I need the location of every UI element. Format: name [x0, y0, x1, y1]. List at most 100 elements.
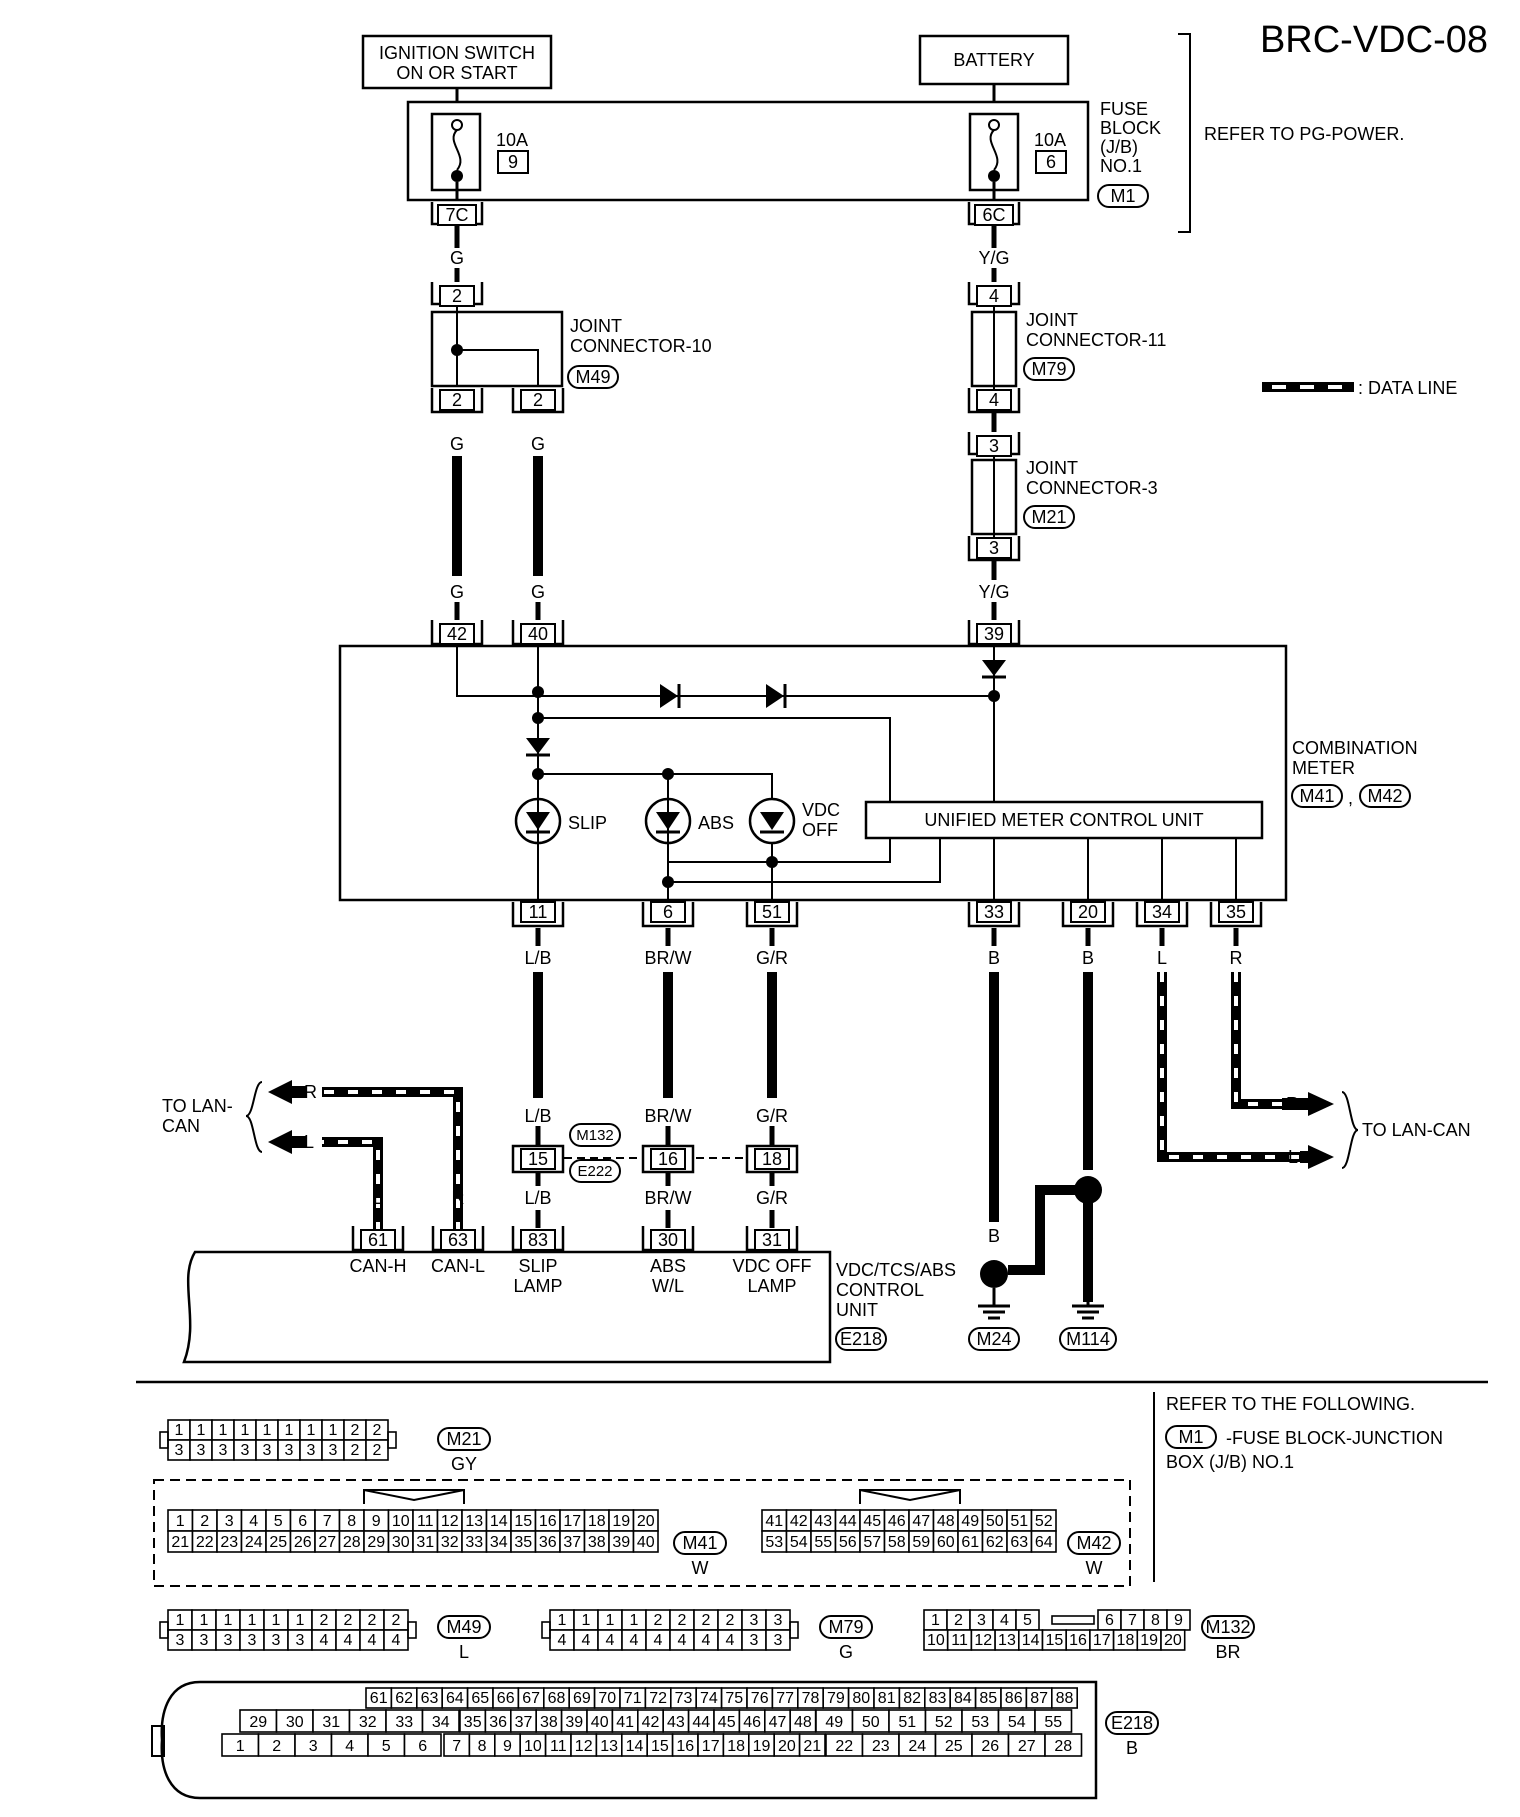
m132-pin-label: 6: [1105, 1612, 1114, 1629]
m132-pin-label: 11: [951, 1632, 968, 1649]
meter-pin-33-label: 33: [984, 902, 1004, 922]
ground-m24: M24: [976, 1329, 1011, 1349]
m49-pin-label: 1: [176, 1612, 185, 1629]
wire-color-g-4: G: [450, 582, 464, 602]
wire-brw-2: BR/W: [645, 1106, 692, 1126]
wire-l-2: L: [373, 1188, 383, 1208]
e218-pin-label: 22: [835, 1738, 853, 1755]
m41-pin-label: 4: [249, 1513, 258, 1530]
wire-r-1: R: [1230, 948, 1243, 968]
m42-pin-label: 42: [790, 1513, 808, 1530]
m42-pin-label: 61: [961, 1534, 979, 1551]
m21-pin-label: 1: [219, 1422, 228, 1439]
e218-pin-label: 46: [743, 1714, 761, 1731]
vdc-slip-2: LAMP: [513, 1276, 562, 1296]
m21-pin-label: 1: [241, 1422, 250, 1439]
m49-pin-label: 1: [296, 1612, 305, 1629]
e218-pin-label: 20: [778, 1738, 796, 1755]
m41-pin-label: 25: [269, 1534, 287, 1551]
m41-pin-label: 38: [588, 1534, 606, 1551]
m49-pin-label: 2: [320, 1612, 329, 1629]
m132-pin-label: 7: [1128, 1612, 1137, 1629]
m42-pin-label: 43: [814, 1513, 832, 1530]
m132-pin-label: 17: [1093, 1632, 1111, 1649]
m41-pin-label: 27: [318, 1534, 336, 1551]
inline-pin-18-label: 18: [762, 1149, 782, 1169]
m41-pin-label: 26: [294, 1534, 312, 1551]
m21-pin-label: 2: [373, 1442, 382, 1459]
m41-pin-label: 40: [637, 1534, 655, 1551]
m49-pin-label: 3: [176, 1632, 185, 1649]
m49-pin-label: 2: [344, 1612, 353, 1629]
e218-pin-label: 55: [1044, 1714, 1062, 1731]
lamp-abs-label: ABS: [698, 813, 734, 833]
e218-pin-label: 77: [776, 1690, 794, 1707]
ground-m114: M114: [1066, 1329, 1110, 1349]
m79-pin-label: 1: [606, 1612, 615, 1629]
meter-connector-1: M41: [1299, 786, 1334, 806]
jc3-label-1: JOINT: [1026, 458, 1078, 478]
vdc-pin-30: 30: [641, 1226, 695, 1252]
e218-pin-label: 29: [249, 1714, 267, 1731]
e218-pin-label: 9: [503, 1738, 512, 1755]
m79-cell: [765, 1629, 791, 1651]
conn-m49-color: L: [459, 1642, 469, 1662]
m79-pin-label: 4: [606, 1632, 615, 1649]
m132-pin-label: 15: [1045, 1632, 1063, 1649]
e218-pin-label: 62: [395, 1690, 413, 1707]
e218-pin-label: 16: [676, 1738, 694, 1755]
jc11-label-1: JOINT: [1026, 310, 1078, 330]
refer-following-3: BOX (J/B) NO.1: [1166, 1452, 1294, 1472]
e218-pin-label: 15: [651, 1738, 669, 1755]
data-line-legend-label: : DATA LINE: [1358, 378, 1457, 398]
jc10-label-1: JOINT: [570, 316, 622, 336]
meter-pin-42: 42: [430, 620, 484, 646]
e218-pin-label: 3: [309, 1738, 318, 1755]
m42-pin-label: 41: [765, 1513, 783, 1530]
conn-m42-color: W: [1086, 1558, 1103, 1578]
e218-pin-label: 79: [827, 1690, 845, 1707]
joint-connector-11: 4 4: [967, 282, 1021, 414]
m41-pin-label: 39: [612, 1534, 630, 1551]
m79-pin-label: 1: [558, 1612, 567, 1629]
vdc-abs-1: ABS: [650, 1256, 686, 1276]
m41-pin-label: 37: [563, 1534, 581, 1551]
m41-pin-label: 18: [588, 1513, 606, 1530]
vdc-pin-31: 31: [745, 1226, 799, 1252]
e218-pin-label: 18: [727, 1738, 745, 1755]
vdc-control-unit: [182, 1250, 832, 1364]
e218-pin-label: 41: [616, 1714, 634, 1731]
vdc-pin-31-label: 31: [762, 1230, 782, 1250]
to-lan-can-right: TO LAN-CAN: [1362, 1120, 1471, 1140]
e218-pin-label: 61: [370, 1690, 388, 1707]
meter-pin-35: 35: [1209, 901, 1263, 928]
refer-following-1: REFER TO THE FOLLOWING.: [1166, 1394, 1415, 1414]
jc10-pin-top: 2: [452, 286, 462, 306]
m79-pin-label: 4: [582, 1632, 591, 1649]
m41-pin-label: 20: [637, 1513, 655, 1530]
e218-cell: [798, 1733, 826, 1757]
to-lan-can-left-1: TO LAN-: [162, 1096, 233, 1116]
meter-pin-6-label: 6: [663, 902, 673, 922]
terminal-6c-label: 6C: [982, 205, 1005, 225]
inline-m132: M132: [576, 1127, 614, 1144]
m41-pin-label: 16: [539, 1513, 557, 1530]
fuse-left-rating: 10A: [496, 130, 528, 150]
wire-brw-3: BR/W: [645, 1188, 692, 1208]
m41-pin-label: 14: [490, 1513, 508, 1530]
vdc-vdcoff-1: VDC OFF: [733, 1256, 812, 1276]
m79-pin-label: 4: [654, 1632, 663, 1649]
meter-pin-6: 6: [641, 901, 695, 928]
m41-pin-label: 5: [274, 1513, 283, 1530]
terminal-6c: 6C: [967, 202, 1021, 226]
e218-pin-label: 33: [395, 1714, 413, 1731]
jc10-label-2: CONNECTOR-10: [570, 336, 712, 356]
m42-pin-label: 47: [912, 1513, 930, 1530]
battery-label: BATTERY: [953, 50, 1034, 70]
e218-pin-label: 68: [548, 1690, 566, 1707]
m41-cell: [632, 1530, 659, 1553]
vdc-abs-2: W/L: [652, 1276, 684, 1296]
vdc-label-2: CONTROL: [836, 1280, 924, 1300]
